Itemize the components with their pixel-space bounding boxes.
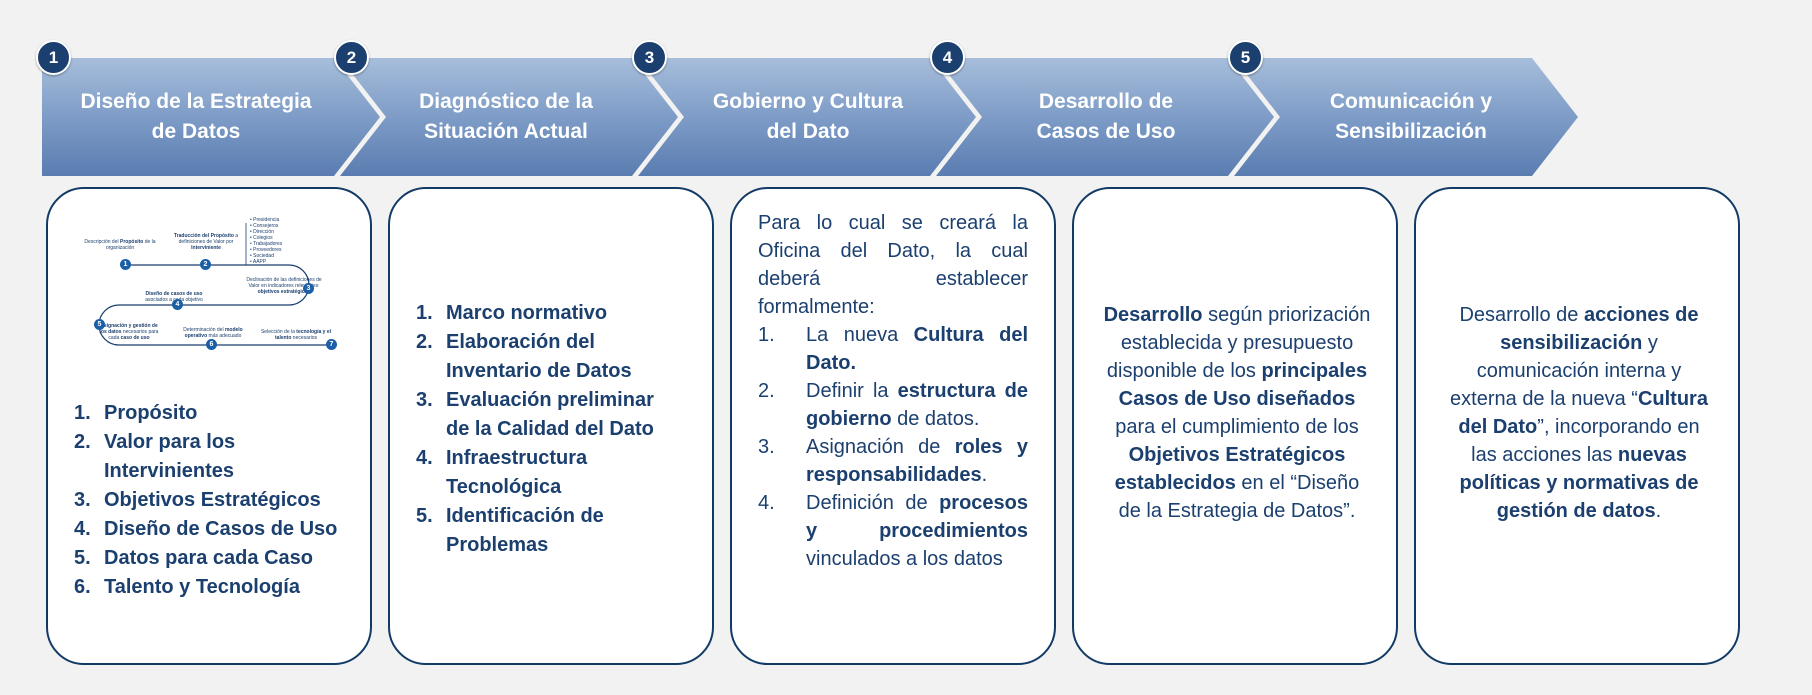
step-2-arrow-shape (340, 58, 678, 176)
step-5-arrow: Comunicación y Sensibilización (1234, 58, 1580, 176)
mini-label-2: Traducción del Propósito a definiciones … (173, 233, 239, 251)
step-1-arrow: Diseño de la Estrategia de Datos (42, 58, 382, 176)
card-diagnosis: 1.Marco normativo 2.Elaboración del Inve… (388, 187, 714, 665)
mini-stakeholder: • Proveedores (250, 247, 282, 253)
step-4-arrow-shape (936, 58, 1274, 176)
mini-dot-5: 5 (94, 319, 105, 330)
use-cases-text: Desarrollo según priorización establecid… (1103, 304, 1371, 522)
mini-dot-7: 7 (326, 339, 337, 350)
step-1-title: Diseño de la Estrategia de Datos (80, 90, 312, 143)
step-1-arrow-shape (42, 58, 380, 176)
step-4-title: Desarrollo de Casos de Uso (1036, 90, 1176, 143)
list-item: 1.Marco normativo (416, 302, 608, 324)
card-communication: Desarrollo de acciones de sensibilizació… (1414, 187, 1740, 665)
card-governance: Para lo cual se creará la Oficina del Da… (730, 187, 1056, 665)
step-2-title: Diagnóstico de la Situación Actual (419, 90, 593, 143)
mini-label-3: Declinación de las definiciones de Valor… (246, 277, 322, 295)
list-item: 1.Propósito (74, 402, 198, 424)
governance-item: 3Asignación de roles y responsabilidades… (758, 433, 1028, 489)
mini-label-1: Descripción del Propósito de la organiza… (84, 239, 156, 251)
step-3-arrow-shape (638, 58, 976, 176)
step-5-arrow-shape (1234, 58, 1578, 176)
list-item: 2.Valor para los Intervinientes (74, 431, 236, 482)
step-4-badge: 4 (930, 40, 965, 75)
mini-dot-1: 1 (120, 259, 131, 270)
mini-process-track (98, 223, 332, 346)
strategy-list: 1.Propósito 2.Valor para los Intervinien… (74, 399, 364, 602)
governance-text: Para lo cual se creará la Oficina del Da… (758, 209, 1028, 573)
mini-process-diagram: Descripción del Propósito de la organiza… (74, 215, 364, 385)
mini-dot-3: 3 (303, 283, 314, 294)
step-4-arrow: Desarrollo de Casos de Uso (936, 58, 1276, 176)
list-item: 3.Objetivos Estratégicos (74, 489, 321, 511)
list-item: 2.Elaboración del Inventario de Datos (416, 331, 632, 382)
list-item: 4.Diseño de Casos de Uso (74, 518, 338, 540)
step-2-badge: 2 (334, 40, 369, 75)
list-item: 6.Talento y Tecnología (74, 576, 300, 598)
card-use-cases: Desarrollo según priorización establecid… (1072, 187, 1398, 665)
list-item: 5.Datos para cada Caso (74, 547, 313, 569)
mini-stakeholder: • Trabajadores (250, 241, 283, 247)
card-strategy-design: Descripción del Propósito de la organiza… (46, 187, 372, 665)
mini-label-5: Asignación y gestión de los datos necesa… (99, 323, 159, 341)
step-5-badge: 5 (1228, 40, 1263, 75)
list-item: 4.Infraestructura Tecnológica (416, 447, 588, 498)
step-2-arrow: Diagnóstico de la Situación Actual (340, 58, 680, 176)
list-item: 3.Evaluación preliminar de la Calidad de… (416, 389, 654, 440)
mini-stakeholder: • Presidencia (250, 217, 280, 223)
mini-stakeholder: • Consejeros (250, 223, 279, 229)
mini-stakeholder: • Dirección (250, 229, 274, 235)
governance-item: 4Definición de procesos y procedimientos… (758, 489, 1028, 573)
mini-stakeholder-list: • Presidencia • Consejeros • Dirección •… (250, 217, 310, 265)
mini-dot-4: 4 (172, 299, 183, 310)
mini-stakeholder: • Sociedad (250, 253, 274, 259)
governance-intro: Para lo cual se creará la Oficina del Da… (758, 212, 1028, 318)
mini-stakeholder: • AAPP (250, 259, 267, 265)
mini-dot-2: 2 (200, 259, 211, 270)
list-item: 5.Identificación de Problemas (416, 505, 604, 556)
communication-text: Desarrollo de acciones de sensibilizació… (1450, 304, 1708, 522)
mini-stakeholder: • Colegios (250, 235, 273, 241)
step-1-badge: 1 (36, 40, 71, 75)
diagnosis-list: 1.Marco normativo 2.Elaboración del Inve… (416, 299, 676, 560)
step-3-badge: 3 (632, 40, 667, 75)
step-3-title: Gobierno y Cultura del Dato (712, 90, 904, 143)
governance-item: 1La nueva Cultura del Dato. (758, 321, 1028, 377)
step-3-arrow: Gobierno y Cultura del Dato (638, 58, 978, 176)
mini-label-7: Selección de la tecnología y el talento … (260, 329, 332, 341)
mini-label-6: Determinación del modelo operativo más a… (183, 327, 243, 339)
governance-item: 2Definir la estructura de gobierno de da… (758, 377, 1028, 433)
step-5-title: Comunicación y Sensibilización (1329, 90, 1493, 143)
mini-dot-6: 6 (206, 339, 217, 350)
